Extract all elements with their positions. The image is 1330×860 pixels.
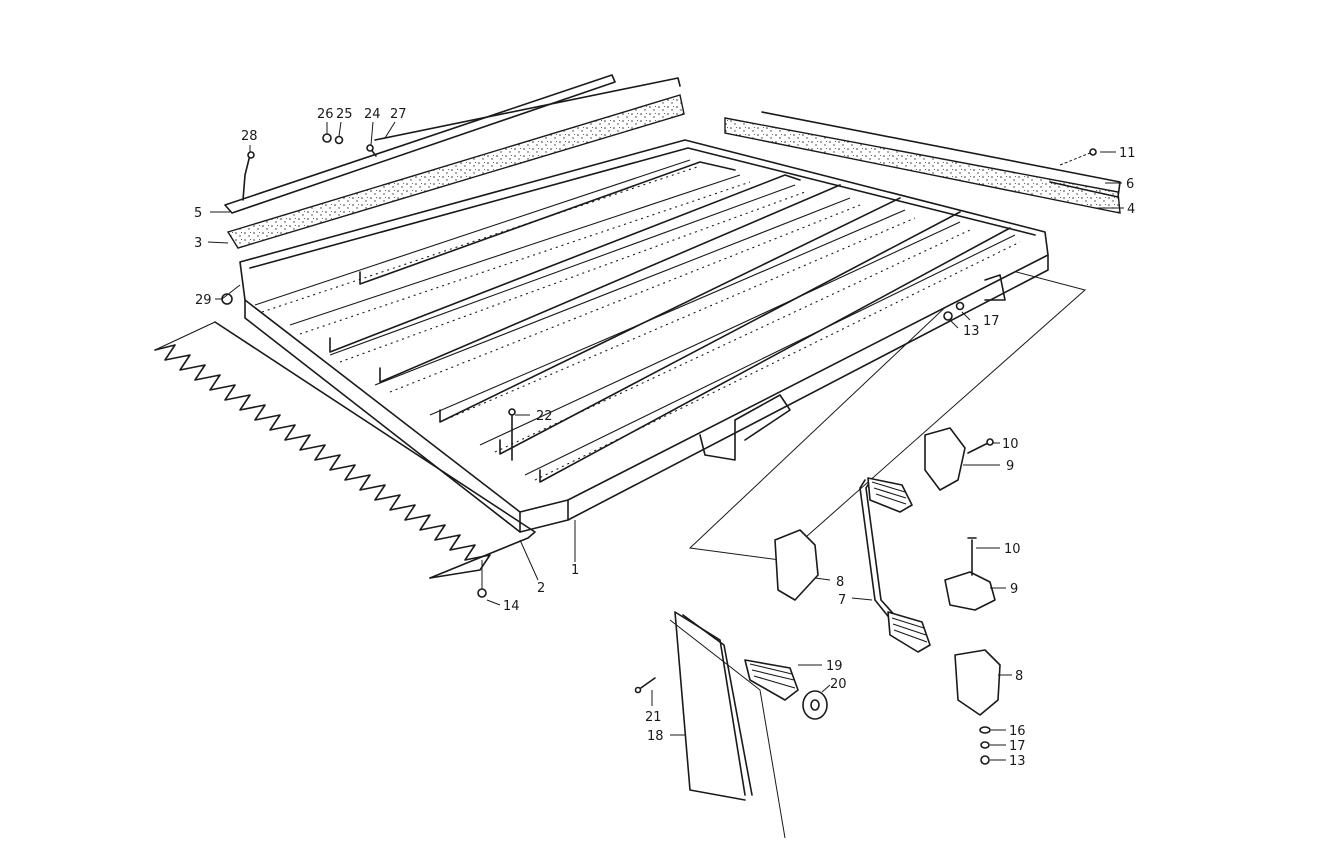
- callout-5: 5: [194, 206, 202, 221]
- sawtooth-strip-2: [154, 321, 536, 579]
- nut-13-lower: [980, 755, 990, 765]
- callout-labels: 28 26 25 24 27 5 3 29 11 6 4 17 13 22 10…: [194, 107, 1136, 769]
- pedal-bracket-8-lower: [954, 649, 1001, 716]
- floor-slats: [254, 159, 1021, 481]
- washer-20: [802, 690, 828, 720]
- top-rail-27: [224, 74, 681, 214]
- callout-7: 7: [838, 593, 846, 608]
- washer-25: [334, 135, 344, 145]
- pedal-pad-upper: [867, 477, 913, 513]
- pedal-bracket-8-upper: [774, 529, 819, 601]
- side-rail-6: [761, 111, 1121, 198]
- pedal-bracket-9-upper: [924, 427, 966, 491]
- callout-9-upper: 9: [1006, 459, 1014, 474]
- callout-29: 29: [195, 293, 212, 308]
- washer-17-upper: [955, 301, 965, 311]
- callout-10-upper: 10: [1002, 437, 1019, 452]
- nut-13-upper: [943, 311, 953, 321]
- callout-13-lower: 13: [1009, 754, 1026, 769]
- callout-4: 4: [1127, 202, 1135, 217]
- callout-22: 22: [536, 409, 553, 424]
- background-plane-lower: [669, 619, 786, 839]
- bolt-10-lower: [967, 537, 977, 576]
- washer-17-lower: [980, 741, 990, 749]
- leader-lines: [207, 121, 1124, 761]
- callout-17-lower: 17: [1009, 739, 1026, 754]
- callout-11: 11: [1119, 146, 1136, 161]
- callout-20: 20: [830, 677, 847, 692]
- callout-16: 16: [1009, 724, 1026, 739]
- callout-10-lower: 10: [1004, 542, 1021, 557]
- screw-24: [366, 144, 377, 157]
- callout-2: 2: [537, 581, 545, 596]
- pedal-pad-lower: [887, 611, 931, 653]
- pin-21: [634, 677, 656, 694]
- callout-25: 25: [336, 107, 353, 122]
- callout-13-upper: 13: [963, 324, 980, 339]
- callout-26: 26: [317, 107, 334, 122]
- callout-1: 1: [571, 563, 579, 578]
- floor-pan-1: [239, 139, 1049, 533]
- washer-16: [979, 726, 991, 734]
- pedal-bracket-9-lower: [944, 571, 996, 611]
- callout-14: 14: [503, 599, 520, 614]
- callout-17-upper: 17: [983, 314, 1000, 329]
- speckled-strip-4: [724, 117, 1121, 214]
- callout-3: 3: [194, 236, 202, 251]
- bolt-28: [242, 151, 255, 201]
- nut-14: [477, 560, 487, 598]
- speckled-strip-5: [226, 94, 685, 249]
- bolt-11: [1059, 148, 1097, 166]
- callout-8-lower: 8: [1015, 669, 1023, 684]
- callout-21: 21: [645, 710, 662, 725]
- callout-28: 28: [241, 129, 258, 144]
- nut-26: [322, 133, 332, 143]
- callout-8-upper: 8: [836, 575, 844, 590]
- bolt-22: [508, 408, 516, 461]
- bolt-10-upper: [967, 438, 994, 454]
- grab-handle-18: [674, 611, 753, 801]
- callout-19: 19: [826, 659, 843, 674]
- callout-9-lower: 9: [1010, 582, 1018, 597]
- grip-roller-19: [744, 659, 799, 701]
- callout-24: 24: [364, 107, 381, 122]
- callout-27: 27: [390, 107, 407, 122]
- callout-6: 6: [1126, 177, 1134, 192]
- callout-18: 18: [647, 729, 664, 744]
